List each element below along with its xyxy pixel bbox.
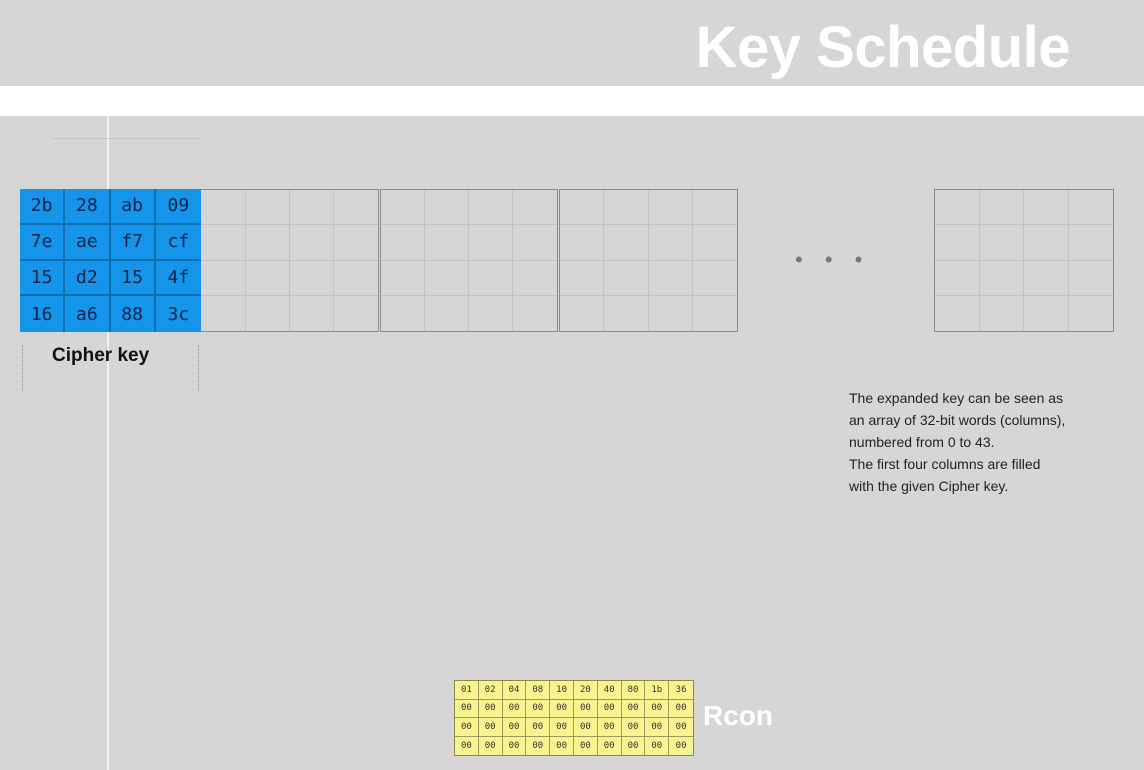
explanation-text: The expanded key can be seen as an array… [849, 387, 1139, 497]
cipher-key-byte: ab [110, 189, 156, 225]
rcon-cell: 00 [550, 699, 574, 718]
cipher-key-byte: 3c [167, 303, 190, 325]
horizontal-guide-line [52, 138, 202, 139]
key-block-last-grid [935, 190, 1113, 331]
rcon-cell: 00 [455, 718, 479, 737]
explanation-line: numbered from 0 to 43. [849, 434, 995, 450]
rcon-cell: 1b [645, 681, 670, 700]
rcon-cell: 00 [621, 699, 646, 718]
rcon-cell: 00 [550, 718, 574, 737]
rcon-cell: 00 [597, 699, 622, 718]
key-block-3-grid [560, 190, 737, 331]
explanation-line: The first four columns are filled [849, 456, 1041, 472]
rcon-cell: 00 [622, 736, 646, 755]
rcon-cell: 08 [526, 681, 551, 700]
key-block-3 [559, 189, 738, 332]
rcon-cell: 00 [598, 736, 622, 755]
slide-title: Key Schedule [695, 15, 1071, 80]
rcon-cell: 00 [675, 740, 687, 751]
rcon-cell: 36 [669, 681, 693, 700]
rcon-cell: 01 [455, 681, 479, 700]
cipher-key-bracket-right [198, 345, 199, 391]
rcon-cell: 00 [478, 718, 503, 737]
rcon-cell: 00 [621, 718, 646, 737]
rcon-cell: 00 [550, 736, 574, 755]
rcon-cell: 04 [502, 681, 527, 700]
cipher-key-byte: 28 [65, 189, 111, 225]
cipher-key-byte: 15 [20, 260, 66, 297]
rcon-cell: 02 [478, 681, 503, 700]
rcon-cell: 00 [669, 700, 693, 718]
rcon-label: Rcon [703, 700, 773, 731]
cipher-key-matrix: 2b 28 ab 09 7e ae f7 cf 15 d2 15 4f 16 a… [20, 189, 201, 332]
cipher-key-byte: 15 [110, 260, 156, 297]
explanation-line: with the given Cipher key. [849, 478, 1009, 494]
rcon-cell: 80 [621, 681, 646, 700]
rcon-cell: 00 [502, 699, 527, 718]
cipher-key-byte: 7e [20, 224, 66, 261]
cipher-key-byte: 88 [111, 296, 156, 332]
cipher-key-label: Cipher key [52, 345, 150, 366]
rcon-cell: 00 [597, 718, 622, 737]
explanation-line: The expanded key can be seen as [849, 390, 1064, 406]
rcon-cell: 00 [479, 736, 503, 755]
key-block-last [934, 189, 1114, 332]
rcon-cell: 00 [669, 718, 693, 737]
rcon-cell: 00 [574, 736, 598, 755]
rcon-cell: 00 [455, 699, 479, 718]
cipher-key-byte: d2 [65, 260, 111, 297]
rcon-cell: 00 [503, 736, 527, 755]
rcon-cell: 00 [573, 718, 598, 737]
cipher-key-byte: 09 [155, 189, 201, 225]
vertical-guide-line [107, 116, 109, 770]
rcon-cell: 00 [526, 718, 551, 737]
rcon-cell: 40 [597, 681, 622, 700]
key-block-2 [380, 189, 558, 332]
cipher-key-byte: a6 [65, 296, 111, 332]
key-block-2-grid [381, 190, 557, 331]
explanation-line: an array of 32-bit words (columns), [849, 412, 1066, 428]
rcon-cell: 00 [573, 699, 598, 718]
rcon-cell: 20 [573, 681, 598, 700]
cipher-key-byte: ae [65, 224, 111, 261]
rcon-cell: 00 [526, 699, 551, 718]
rcon-cell: 00 [645, 699, 670, 718]
cipher-key-byte: f7 [110, 224, 156, 261]
title-divider-band [0, 86, 1144, 116]
rcon-cell: 00 [526, 736, 551, 755]
rcon-cell: 00 [645, 736, 670, 755]
cipher-key-byte: 4f [155, 261, 201, 297]
cipher-key-byte: 2b [20, 189, 66, 225]
rcon-cell: 00 [478, 699, 503, 718]
key-block-1-grid [202, 190, 378, 331]
ellipsis-icon: • • • [795, 247, 871, 272]
rcon-cell: 00 [645, 718, 670, 737]
rcon-cell: 10 [550, 681, 574, 700]
rcon-cell: 00 [455, 736, 479, 755]
cipher-key-bracket-left [22, 345, 23, 391]
cipher-key-byte: 16 [20, 296, 66, 332]
rcon-cell: 00 [502, 718, 527, 737]
cipher-key-byte: cf [155, 225, 201, 261]
